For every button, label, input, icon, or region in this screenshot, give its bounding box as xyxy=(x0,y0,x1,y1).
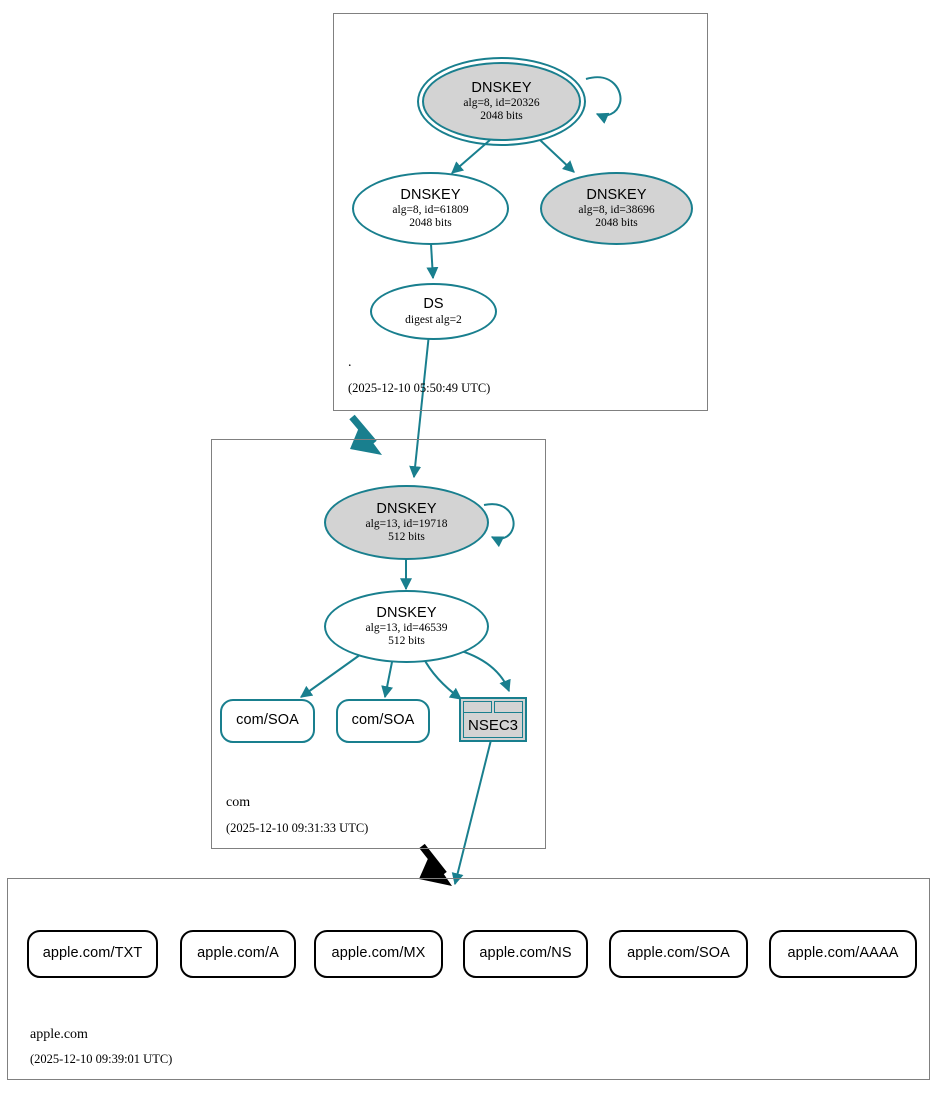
node-com-soa-2-label: com/SOA xyxy=(351,712,415,729)
node-root-ksk-outer-ring xyxy=(417,57,586,146)
node-root-ds[interactable]: DS digest alg=2 xyxy=(370,283,497,340)
node-com-zsk-46539-title: DNSKEY xyxy=(376,604,437,621)
zone-box-com xyxy=(211,439,546,849)
node-apple-com-soa-label: apple.com/SOA xyxy=(627,945,730,962)
node-apple-com-aaaa[interactable]: apple.com/AAAA xyxy=(769,930,917,978)
node-root-zsk-38696[interactable]: DNSKEY alg=8, id=38696 2048 bits xyxy=(540,172,693,245)
node-apple-com-aaaa-label: apple.com/AAAA xyxy=(787,945,899,962)
node-apple-com-txt-label: apple.com/TXT xyxy=(42,945,143,962)
node-root-zsk-61809[interactable]: DNSKEY alg=8, id=61809 2048 bits xyxy=(352,172,509,245)
zone-box-apple-com xyxy=(7,878,930,1080)
node-root-zsk-38696-title: DNSKEY xyxy=(586,186,647,203)
node-apple-com-mx[interactable]: apple.com/MX xyxy=(314,930,443,978)
node-com-zsk-46539[interactable]: DNSKEY alg=13, id=46539 512 bits xyxy=(324,590,489,663)
node-com-nsec3-cell-1 xyxy=(463,701,492,713)
node-root-ksk-keysize: 2048 bits xyxy=(480,110,523,123)
node-apple-com-txt[interactable]: apple.com/TXT xyxy=(27,930,158,978)
node-com-ksk-19718[interactable]: DNSKEY alg=13, id=19718 512 bits xyxy=(324,485,489,560)
node-com-nsec3-cell-2 xyxy=(494,701,523,713)
zone-label-root: . xyxy=(348,355,352,370)
node-com-nsec3-label: NSEC3 xyxy=(467,716,519,734)
node-apple-com-ns[interactable]: apple.com/NS xyxy=(463,930,588,978)
node-root-zsk-61809-keysize: 2048 bits xyxy=(409,217,452,230)
node-root-zsk-61809-title: DNSKEY xyxy=(400,186,461,203)
node-com-ksk-19718-keysize: 512 bits xyxy=(388,531,425,544)
node-com-soa-1-label: com/SOA xyxy=(236,712,299,729)
zone-timestamp-com: (2025-12-10 09:31:33 UTC) xyxy=(226,821,369,835)
node-com-ksk-19718-title: DNSKEY xyxy=(376,500,437,517)
node-apple-com-soa[interactable]: apple.com/SOA xyxy=(609,930,748,978)
node-root-zsk-38696-keyinfo: alg=8, id=38696 xyxy=(578,203,655,216)
node-com-soa-1[interactable]: com/SOA xyxy=(220,699,315,743)
zone-label-apple-com: apple.com xyxy=(30,1027,88,1042)
node-root-zsk-38696-keysize: 2048 bits xyxy=(595,217,638,230)
node-com-zsk-46539-keysize: 512 bits xyxy=(388,635,425,648)
node-com-nsec3-body: NSEC3 xyxy=(463,713,523,738)
node-root-ksk[interactable]: DNSKEY alg=8, id=20326 2048 bits xyxy=(422,62,581,141)
zone-label-com: com xyxy=(226,795,251,810)
node-com-zsk-46539-keyinfo: alg=13, id=46539 xyxy=(365,621,448,634)
node-root-ds-digest: digest alg=2 xyxy=(405,313,462,326)
zone-timestamp-root: (2025-12-10 05:50:49 UTC) xyxy=(348,381,491,395)
node-apple-com-mx-label: apple.com/MX xyxy=(331,945,426,962)
node-com-nsec3[interactable]: NSEC3 xyxy=(459,697,527,742)
node-root-zsk-61809-keyinfo: alg=8, id=61809 xyxy=(392,203,469,216)
node-com-ksk-19718-keyinfo: alg=13, id=19718 xyxy=(365,517,448,530)
node-apple-com-ns-label: apple.com/NS xyxy=(479,945,572,962)
node-apple-com-a-label: apple.com/A xyxy=(197,945,279,962)
node-root-ds-title: DS xyxy=(423,296,444,313)
node-apple-com-a[interactable]: apple.com/A xyxy=(180,930,296,978)
node-com-nsec3-header xyxy=(463,701,523,713)
node-com-soa-2[interactable]: com/SOA xyxy=(336,699,430,743)
node-root-ksk-keyinfo: alg=8, id=20326 xyxy=(463,96,540,109)
node-root-ksk-title: DNSKEY xyxy=(471,79,532,96)
zone-timestamp-apple-com: (2025-12-10 09:39:01 UTC) xyxy=(30,1052,173,1066)
zone-box-root xyxy=(333,13,708,411)
